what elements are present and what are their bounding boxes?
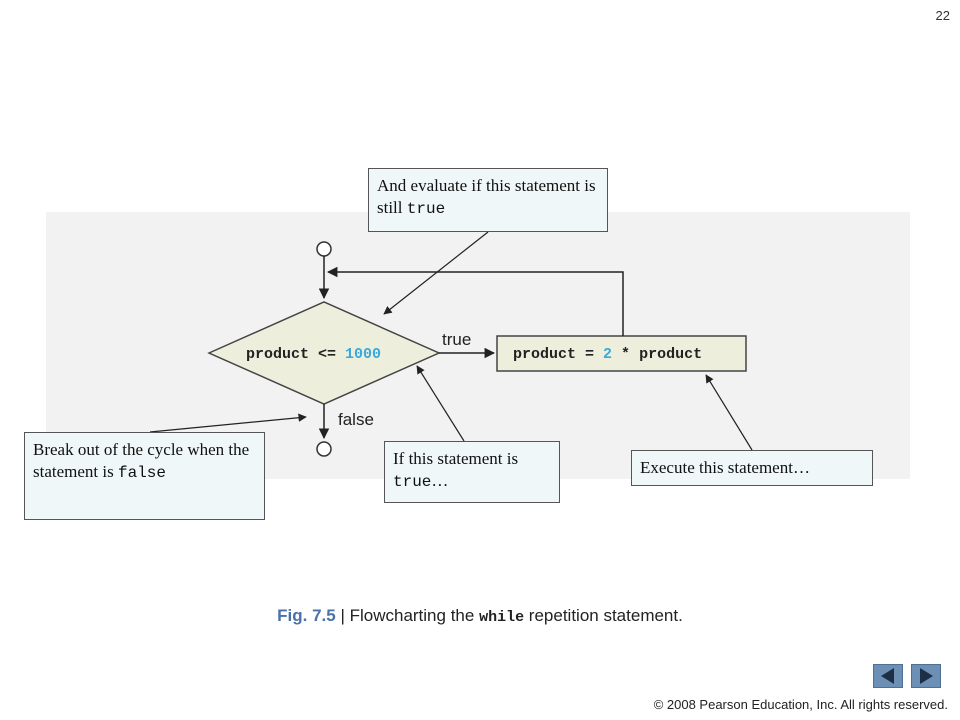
callout-if-true-suffix: … [431,471,449,490]
condition-operator: <= [318,346,336,363]
action-statement: product = 2 * product [513,346,702,363]
callout-if-true-text: If this statement is [393,449,519,468]
callout-evaluate-text: And evaluate if this statement is still [377,176,596,217]
callout-if-true-code: true [393,473,432,491]
initial-state [316,241,332,257]
action-multiply: * [621,346,630,363]
condition-variable: product [246,346,309,363]
pointer-execute [705,374,753,451]
callout-evaluate-code: true [406,200,446,218]
caption-separator: | Flowcharting the [335,606,480,625]
slide-number: 22 [935,8,950,23]
final-state [316,441,332,457]
previous-slide-button[interactable] [873,664,903,688]
callout-break-out: Break out of the cycle when the statemen… [24,432,265,520]
loop-back-arrow [326,266,624,336]
action-number: 2 [603,346,612,363]
callout-execute-text: Execute this statement… [640,458,810,477]
decision-condition: product <= 1000 [246,346,381,363]
action-rhs: product [639,346,702,363]
pointer-if-true [416,365,465,442]
pointer-break [149,413,307,433]
figure-caption: Fig. 7.5 | Flowcharting the while repeti… [0,606,960,626]
action-equals: = [585,346,594,363]
caption-code: while [479,609,525,626]
triangle-left-icon [881,668,894,684]
false-label: false [338,410,374,429]
action-box [496,335,747,372]
condition-value: 1000 [345,346,381,363]
true-label: true [442,330,471,349]
callout-if-true: If this statement is true… [384,441,560,503]
next-slide-button[interactable] [911,664,941,688]
caption-figure-number: Fig. 7.5 [277,606,336,625]
pointer-evaluate [383,231,489,315]
action-lhs: product [513,346,576,363]
callout-break-out-code: false [117,464,166,482]
callout-break-out-text: Break out of the cycle when the statemen… [33,440,250,481]
copyright-notice: © 2008 Pearson Education, Inc. All right… [653,697,948,712]
callout-evaluate: And evaluate if this statement is still … [368,168,608,232]
callout-execute: Execute this statement… [631,450,873,486]
triangle-right-icon [920,668,933,684]
caption-rest: repetition statement. [524,606,683,625]
